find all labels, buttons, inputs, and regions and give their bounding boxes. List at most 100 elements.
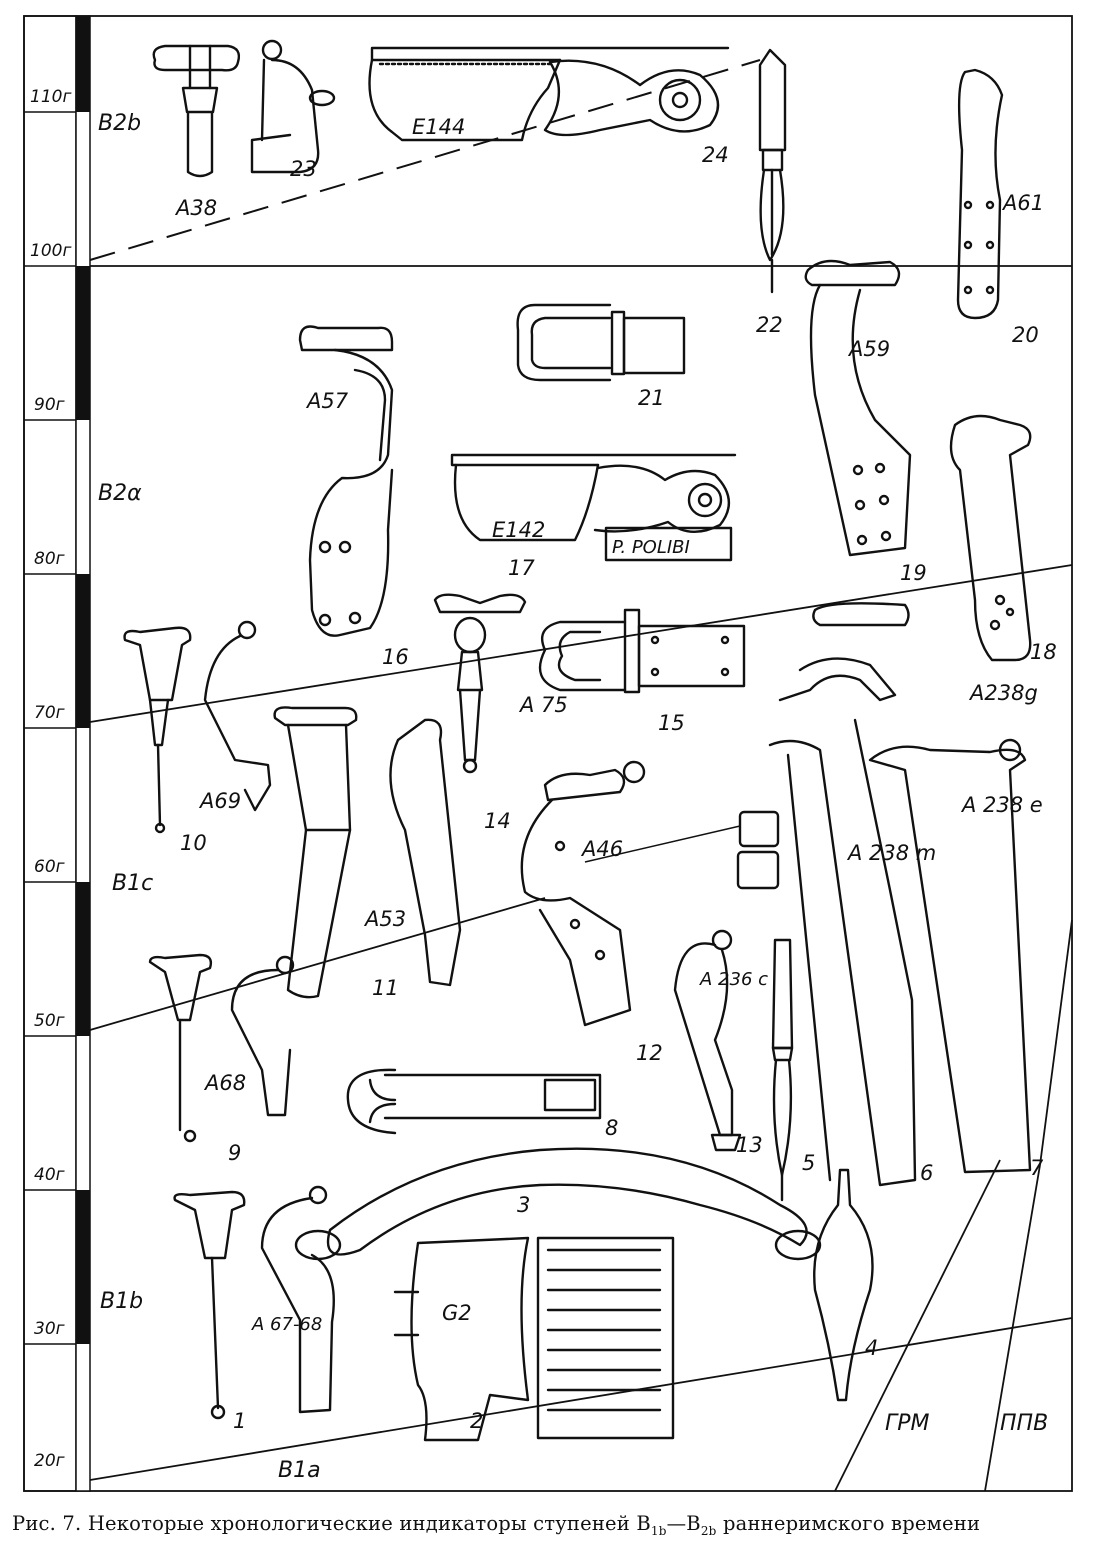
artifact-label: A 67-68 [251,1314,322,1335]
strap-a61-drawing [956,68,1004,320]
artifact-label: P. POLIBI [612,537,690,558]
phase-label: B1a [278,1458,321,1483]
figure-plate: 110г 100г 90г 80г 70г 60г 50г 40г 30г 20… [23,15,1073,1492]
phase-divider-b1b-b1a [89,1317,1073,1481]
year-tick: 50г [34,1011,65,1031]
artifact-label: A59 [847,337,890,361]
artifact-label: 1 [233,1409,246,1433]
year-tick: 20г [34,1451,65,1471]
artifact-label: A238g [968,681,1038,705]
phase-divider-b2b [89,59,761,261]
plates-drawing [736,810,780,890]
artifact-label: 13 [736,1133,763,1157]
pendant-4-drawing [813,1168,874,1402]
fibula-a53-drawing [273,706,462,999]
artifact-label: 4 [865,1336,878,1360]
zone-label: ППВ [1000,1411,1048,1436]
artifact-label: 24 [702,143,729,167]
zone-divider [834,1159,1001,1492]
leader-line [584,825,741,863]
vessel-e144-drawing [368,46,730,142]
artifact-label: A38 [174,196,217,220]
artifact-label: 7 [1030,1156,1044,1180]
buckle-8-drawing [346,1068,602,1135]
artifact-label: A68 [203,1071,246,1095]
fibula-23-drawing [250,39,336,174]
torc-3-drawing [294,1147,822,1261]
artifact-label: 16 [382,645,409,669]
artifact-label: 19 [900,561,927,585]
artifact-label: 5 [802,1151,815,1175]
year-tick: 80г [34,549,65,569]
phase-label: B2b [98,111,141,136]
artifact-label: A 75 [518,693,568,717]
artifact-label: 2 [470,1409,483,1433]
artifact-label: A69 [198,789,241,813]
phase-divider-b2a-b1c [89,564,1073,723]
fibula-a236c-drawing [673,929,742,1152]
fibula-a57-drawing [298,325,394,637]
year-tick: 40г [34,1165,65,1185]
caption-subscript: 2b [700,1523,717,1538]
artifact-label: A 238 m [846,841,936,865]
artifact-label: 21 [638,386,665,410]
pin-5-drawing [771,938,794,1202]
fibula-a238e-drawing [868,738,1032,1174]
zone-divider [1039,919,1073,1166]
zone-divider [984,1164,1041,1492]
fibula-a38-drawing [152,44,241,178]
artifact-label: 12 [636,1041,663,1065]
fibula-a69-drawing [123,620,272,834]
artifact-label: E144 [412,115,465,139]
artifact-label: 15 [658,711,685,735]
artifact-label: A61 [1001,191,1044,215]
fibula-a6768-drawing [173,1185,335,1420]
vessel-e142-drawing [450,453,737,562]
year-tick: 30г [34,1319,65,1339]
phase-divider-b1c-b1b [89,897,546,1031]
fibula-a75-drawing [433,593,527,774]
figure-caption: Рис. 7. Некоторые хронологические индика… [12,1512,1102,1538]
artifact-label: 22 [756,313,783,337]
artifact-label: A53 [363,907,406,931]
knife-22-drawing [758,48,787,294]
artifact-label: 23 [290,157,317,181]
strap-end-g2-drawing [393,1236,530,1442]
artifact-label: A 236 c [699,969,768,990]
year-tick: 100г [30,241,71,261]
artifact-label: 8 [605,1116,618,1140]
caption-middle: —B [666,1512,701,1535]
phase-label: B1c [112,871,153,896]
artifact-label: 18 [1030,640,1057,664]
phase-label: B1b [100,1289,143,1314]
year-tick: 110г [30,87,71,107]
year-tick: 60г [34,857,65,877]
fibula-a59-drawing [804,259,912,557]
fibula-a46-drawing [520,760,646,1027]
buckle-15-drawing [538,608,746,694]
caption-prefix: Рис. 7. Некоторые хронологические индика… [12,1512,651,1535]
artifact-label: 6 [920,1161,933,1185]
artifact-label: 11 [372,976,399,1000]
artifact-label: 3 [517,1193,530,1217]
artifact-label: A57 [305,389,349,413]
artifact-label: 14 [484,809,511,833]
year-scale: 110г 100г 90г 80г 70г 60г 50г 40г 30г 20… [23,15,91,1492]
fibula-a68-drawing [148,953,295,1143]
artifact-label: 20 [1012,323,1039,347]
artifact-label: A46 [580,837,623,861]
artifact-label: 10 [180,831,207,855]
artifact-label: A 238 e [960,793,1043,817]
phase-label: B2α [98,481,142,506]
year-tick: 90г [34,395,65,415]
caption-subscript: 1b [650,1523,667,1538]
caption-suffix: раннеримского времени [716,1512,981,1535]
buckle-21-drawing [516,303,686,382]
artifact-label: 9 [228,1141,241,1165]
artifact-label: G2 [442,1301,472,1325]
artifact-label: E142 [492,518,545,542]
ornament-plate-drawing [536,1236,675,1440]
zone-label: ГРМ [885,1411,930,1436]
artifact-label: 17 [508,556,535,580]
fibula-a238m-drawing [768,602,917,1187]
